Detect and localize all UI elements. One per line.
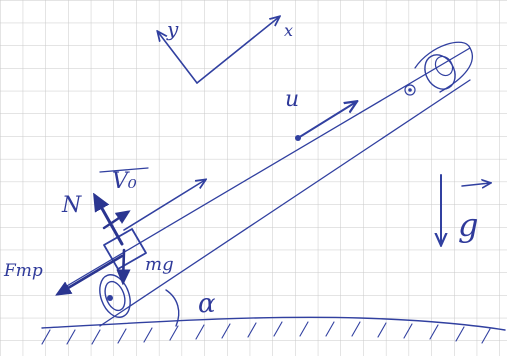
ground	[41, 316, 506, 345]
upper-wheel	[404, 54, 456, 96]
angle-arc	[165, 289, 180, 327]
friction-force-arrow	[58, 254, 124, 294]
gravity-label: g	[458, 206, 478, 244]
incline	[59, 41, 473, 327]
lower-wheel	[99, 274, 131, 318]
u-label: u	[285, 87, 299, 112]
incline-bottom-edge	[99, 79, 471, 327]
ground-line	[41, 316, 506, 331]
friction-force-label: Fтр	[3, 261, 43, 281]
y-axis-arrow	[158, 32, 198, 84]
weight-label: mg	[145, 254, 174, 275]
u-arrow	[297, 102, 356, 139]
angle-label: α	[198, 289, 216, 319]
forces: N V₀ Fтр mg	[3, 167, 205, 294]
x-axis-arrow	[196, 17, 279, 84]
pulley-center	[404, 84, 416, 96]
vector-arrow-icon	[461, 183, 490, 186]
ground-hatching	[41, 321, 491, 345]
normal-force-label: N	[61, 193, 82, 218]
initial-velocity-arrow	[102, 212, 128, 230]
incline-far-edge	[414, 41, 473, 93]
motion-direction-arrow	[123, 180, 205, 231]
gravity: g	[441, 174, 490, 244]
x-axis-label: x	[284, 21, 293, 40]
normal-force-arrow	[95, 196, 124, 246]
vector-arrow-icon	[99, 167, 149, 173]
coordinate-axes: y x	[158, 17, 293, 84]
incline-top-edge	[59, 47, 471, 291]
initial-velocity-label: V₀	[112, 169, 137, 194]
y-axis-label: y	[166, 17, 179, 41]
belt-velocity: u	[285, 87, 356, 141]
weight-arrow	[123, 248, 124, 282]
